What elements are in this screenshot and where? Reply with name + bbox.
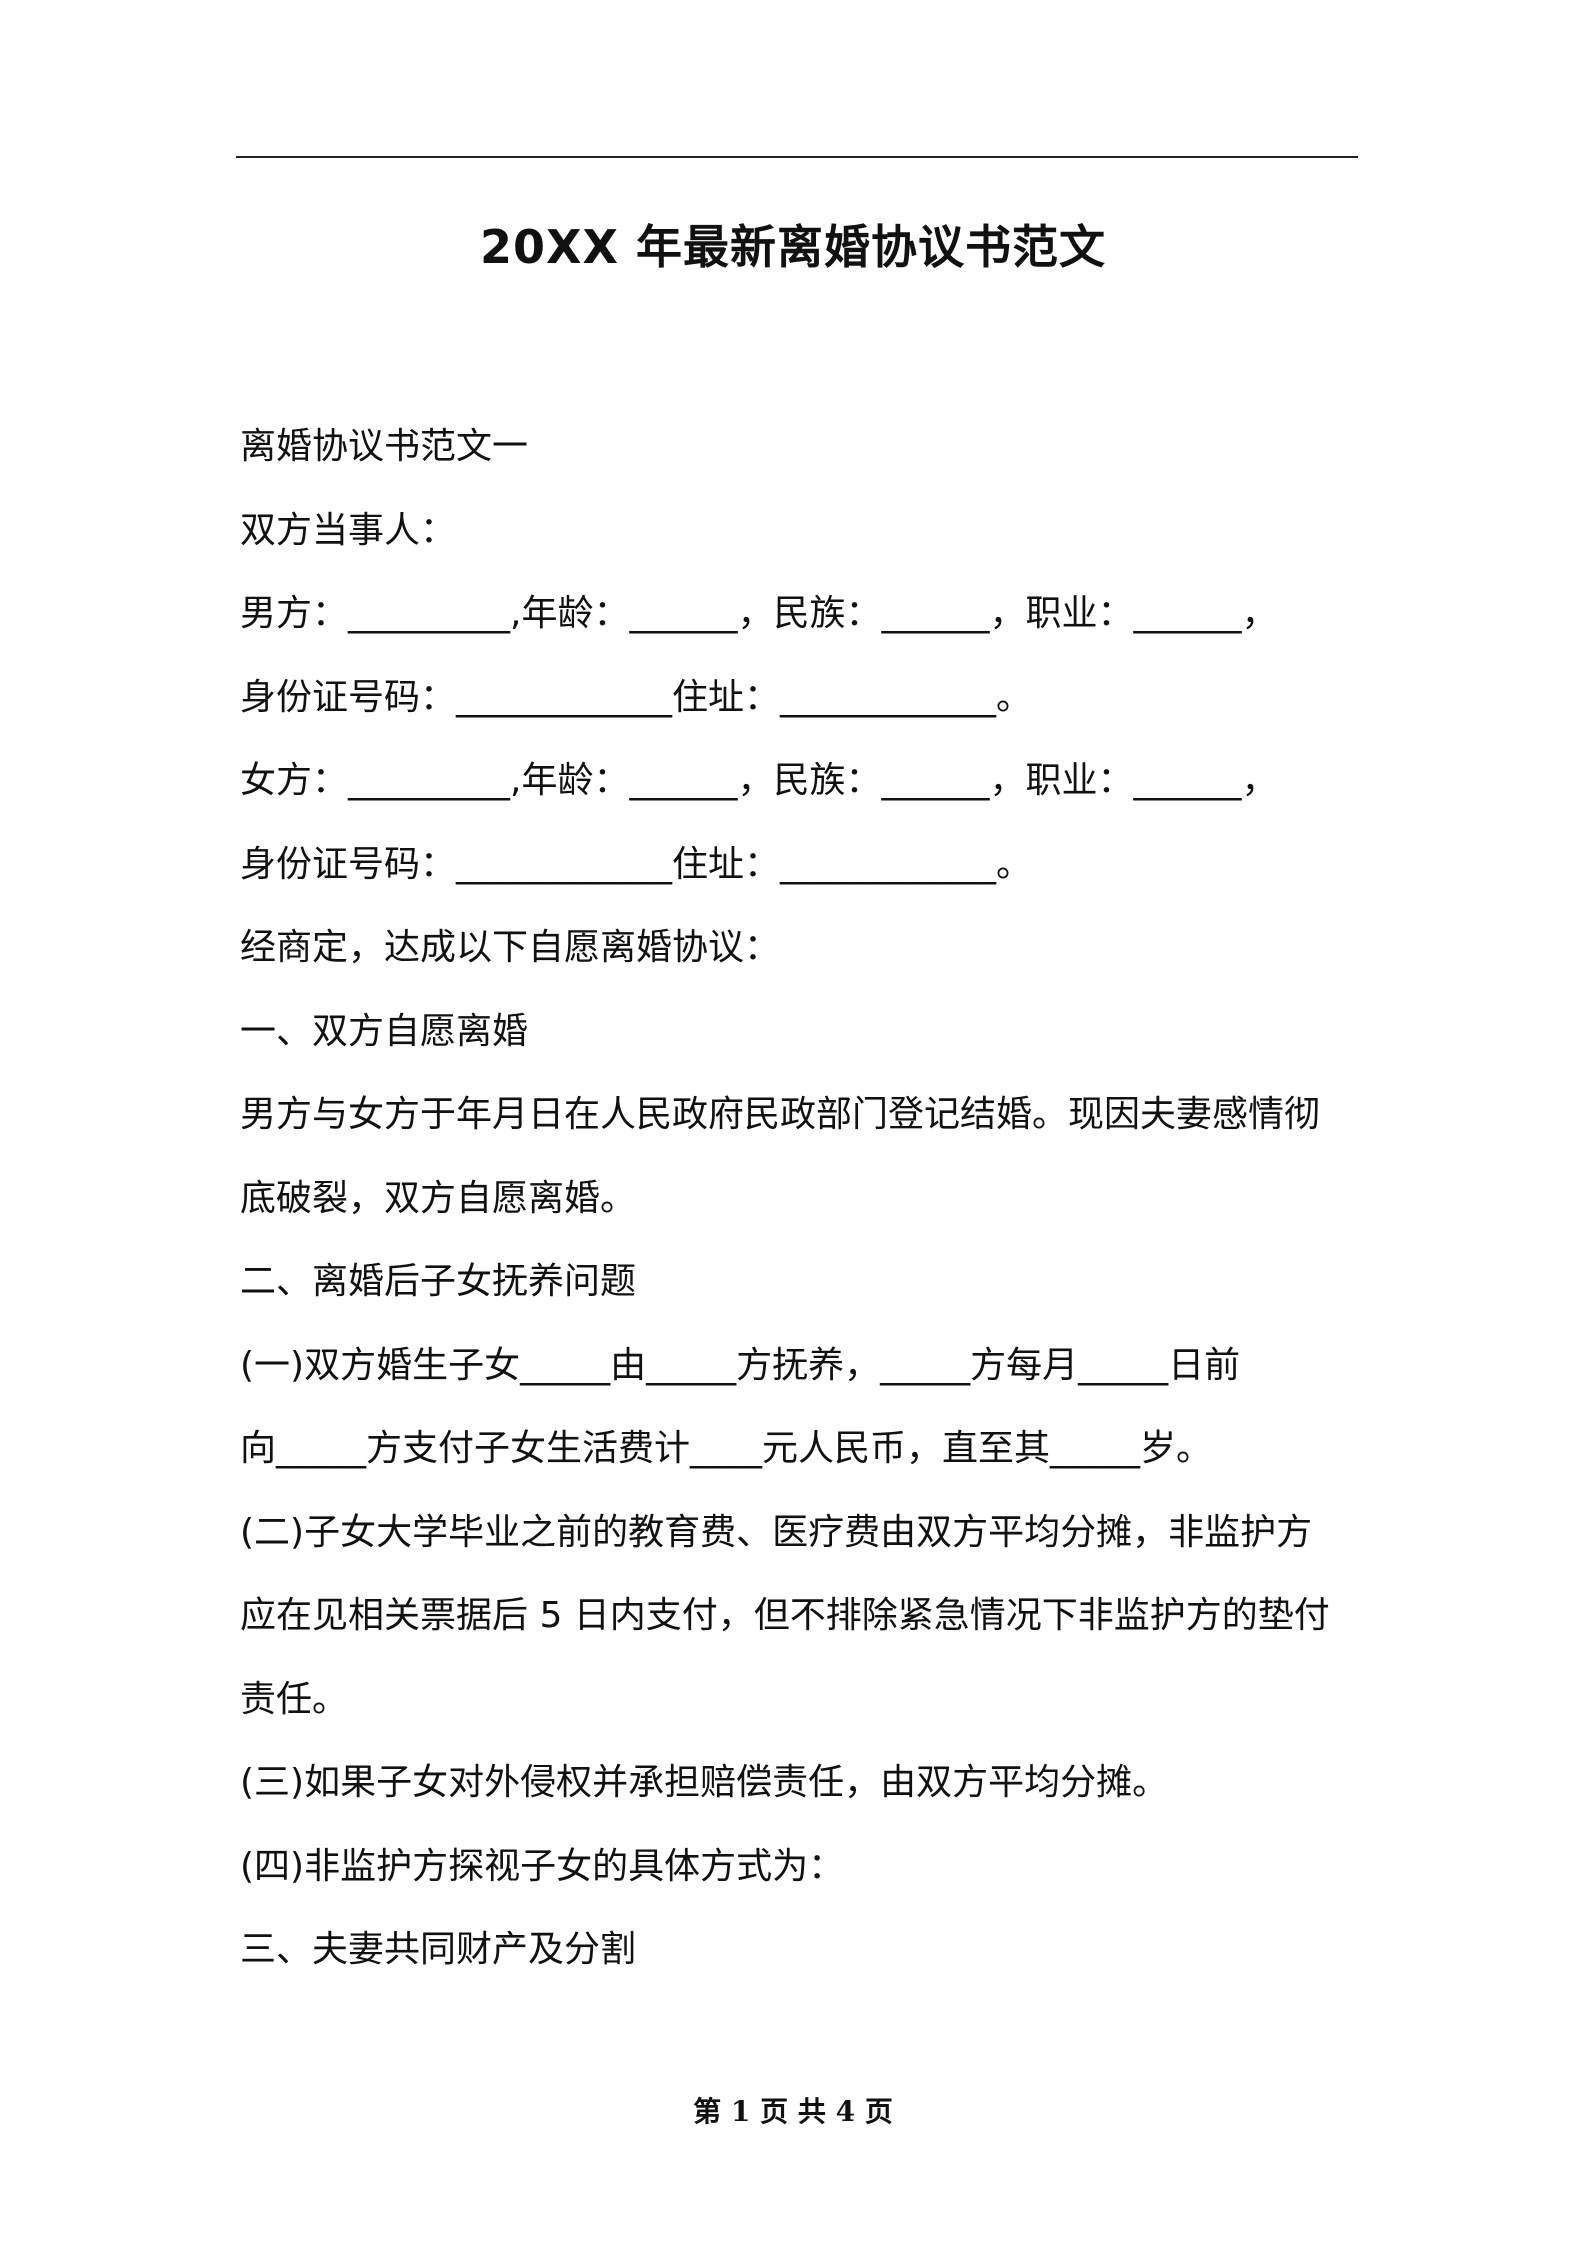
paragraph-line: (二)子女大学毕业之前的教育费、医疗费由双方平均分摊，非监护方 [240, 1511, 1313, 1553]
paragraph-line: 双方当事人： [240, 509, 457, 551]
paragraph-line: 责任。 [240, 1678, 349, 1720]
paragraph-line: 身份证号码：____________住址：____________。 [240, 676, 1033, 718]
section-heading: 二、离婚后子女抚养问题 [240, 1261, 637, 1302]
paragraph-line: (三)如果子女对外侵权并承担赔偿责任，由双方平均分摊。 [240, 1762, 1169, 1803]
page-number-footer: 第 1 页 共 4 页 [693, 2095, 893, 2128]
paragraph-line: 男方与女方于年月日在人民政府民政部门登记结婚。现因夫妻感情彻 [240, 1094, 1321, 1135]
section-heading: 三、夫妻共同财产及分割 [240, 1929, 637, 1970]
paragraph-line: 女方：_________,年龄：______，民族：______，职业：____… [240, 760, 1278, 801]
header-divider [236, 156, 1358, 158]
document-body: 离婚协议书范文一 双方当事人： 男方：_________,年龄：______，民… [240, 405, 1360, 1992]
paragraph-line: 向_____方支付子女生活费计____元人民币，直至其_____岁。 [240, 1428, 1213, 1469]
paragraph-line: 底破裂，双方自愿离婚。 [240, 1177, 637, 1219]
paragraph-line: 身份证号码：____________住址：____________。 [240, 843, 1033, 885]
section-heading: 离婚协议书范文一 [240, 426, 529, 467]
paragraph-line: 男方：_________,年龄：______，民族：______，职业：____… [240, 593, 1278, 634]
document-title: 20XX 年最新离婚协议书范文 [480, 220, 1106, 274]
section-heading: 一、双方自愿离婚 [240, 1010, 529, 1052]
paragraph-line: (一)双方婚生子女_____由_____方抚养，_____方每月_____日前 [240, 1344, 1241, 1386]
paragraph-line: 经商定，达成以下自愿离婚协议： [240, 927, 781, 968]
paragraph-line: (四)非监护方探视子女的具体方式为： [240, 1845, 845, 1887]
paragraph-line: 应在见相关票据后 5 日内支付，但不排除紧急情况下非监护方的垫付 [240, 1595, 1330, 1636]
